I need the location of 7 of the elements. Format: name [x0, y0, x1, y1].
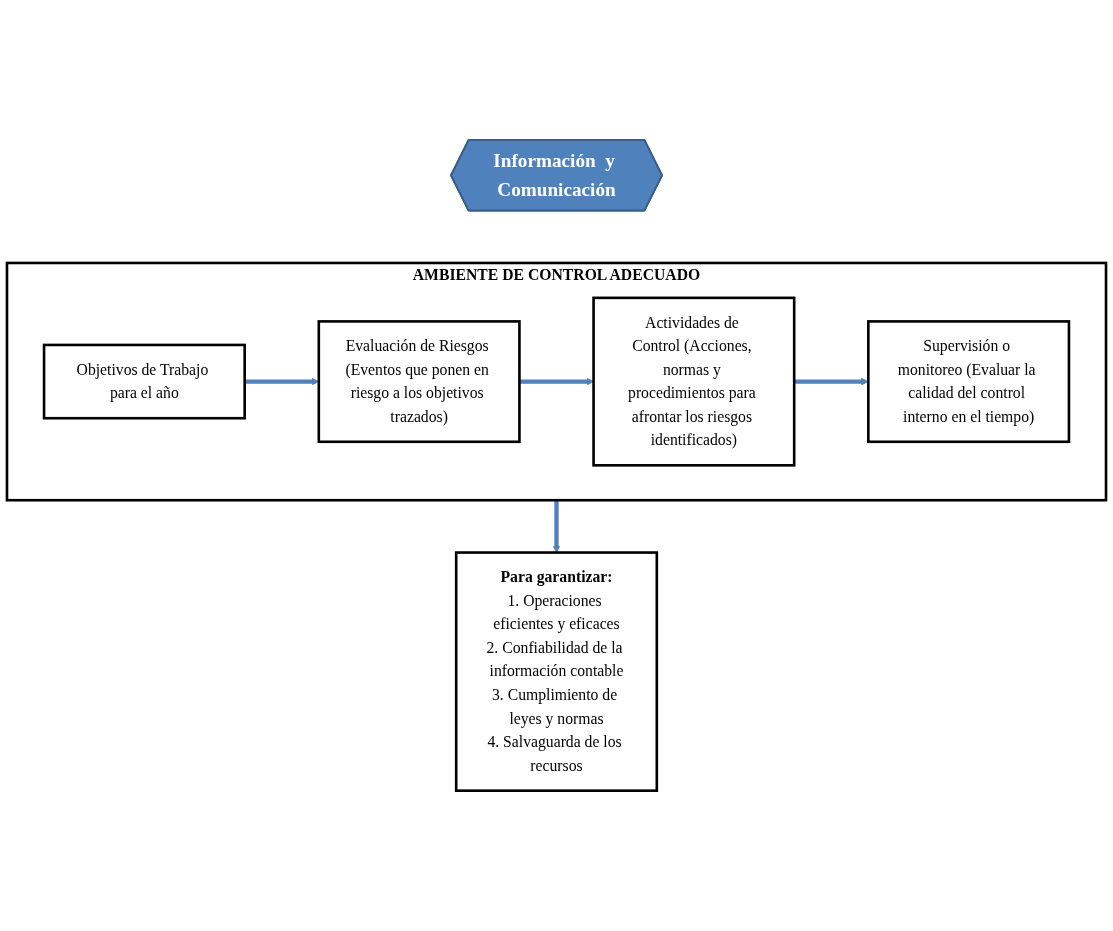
node-box: Para garantizar: 1. Operaciones eficientes y eficaces 2. Confiabilidad de la información contable 3. Cumplimiento de leyes y normas 4. Salvaguarda de los recursos: [454, 551, 659, 793]
node-box: Objetivos de Trabajo para el año: [42, 343, 246, 420]
node-box: Evaluación de Riesgos (Eventos que ponen en riesgo a los objetivos trazados): [317, 320, 521, 444]
arrow: [794, 377, 869, 386]
arrow: [519, 377, 594, 386]
node-box: Actividades de Control (Acciones, normas y procedimientos para afrontar los riesgos identificados): [592, 296, 796, 467]
node-box: Supervisión o monitoreo (Evaluar la calidad del control interno en el tiempo): [867, 320, 1071, 444]
